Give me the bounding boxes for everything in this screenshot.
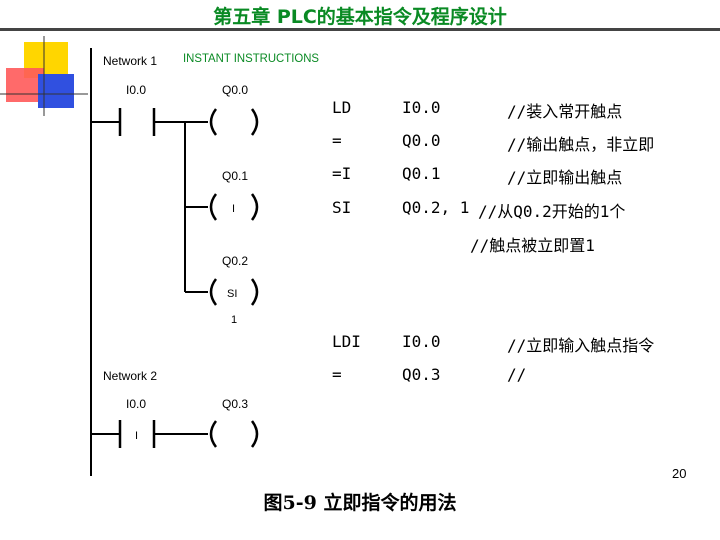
coil-q01-right-paren — [250, 193, 259, 221]
network1-title: INSTANT INSTRUCTIONS — [183, 51, 319, 65]
il-line-4-operand: Q0.2, 1 — [402, 198, 470, 217]
network2-contact-address: I0.0 — [126, 397, 146, 411]
il-line-3-op: =I — [332, 164, 352, 183]
header-divider — [0, 28, 720, 31]
coil-q03-address: Q0.3 — [222, 397, 248, 411]
coil-q02-symbol: SI — [227, 288, 237, 300]
coil-q01-symbol: I — [232, 203, 235, 215]
il-line-5-comment: //触点被立即置1 — [470, 236, 595, 255]
il-line-3-operand: Q0.1 — [402, 164, 441, 183]
coil-q01-left-paren — [209, 193, 218, 221]
deco-red-square — [6, 68, 44, 102]
il-line-2-op: = — [332, 131, 342, 150]
il-line-1-comment: //装入常开触点 — [507, 102, 623, 121]
il-line-7-comment: // — [507, 365, 527, 384]
network2-contact-symbol: I — [135, 430, 138, 442]
il-line-2-operand: Q0.0 — [402, 131, 441, 150]
network1-label: Network 1 — [103, 54, 157, 68]
il-line-7-op: = — [332, 365, 342, 384]
il-line-3-comment: //立即输出触点 — [507, 168, 623, 187]
page-number: 20 — [672, 466, 687, 481]
ladder-diagram: Network 1 INSTANT INSTRUCTIONS I0.0 Q0.0… — [90, 48, 319, 476]
coil-q02-address: Q0.2 — [222, 254, 248, 268]
il-line-1-operand: I0.0 — [402, 98, 441, 117]
coil-q03-left-paren — [209, 420, 218, 448]
coil-q01-address: Q0.1 — [222, 169, 248, 183]
il-line-6-operand: I0.0 — [402, 332, 441, 351]
network2-label: Network 2 — [103, 369, 157, 383]
il-line-4-comment: //从Q0.2开始的1个 — [478, 202, 626, 221]
il-line-6-comment: //立即输入触点指令 — [507, 336, 655, 355]
il-line-7-operand: Q0.3 — [402, 365, 441, 384]
coil-q03-right-paren — [250, 420, 259, 448]
coil-q00-address: Q0.0 — [222, 83, 248, 97]
il-line-6-op: LDI — [332, 332, 361, 351]
page-header-title: 第五章 PLC的基本指令及程序设计 — [213, 6, 507, 28]
il-line-2-comment: //输出触点，非立即 — [507, 135, 655, 154]
network1-contact-address: I0.0 — [126, 83, 146, 97]
coil-q02-left-paren — [209, 278, 218, 306]
il-line-4-op: SI — [332, 198, 352, 217]
corner-decoration — [0, 36, 88, 116]
il-line-1-op: LD — [332, 98, 352, 117]
coil-q02-right-paren — [250, 278, 259, 306]
coil-q00-left-paren — [209, 108, 218, 136]
figure-caption: 图5-9 立即指令的用法 — [263, 492, 457, 514]
coil-q00-right-paren — [250, 108, 259, 136]
coil-q02-count: 1 — [231, 314, 237, 326]
